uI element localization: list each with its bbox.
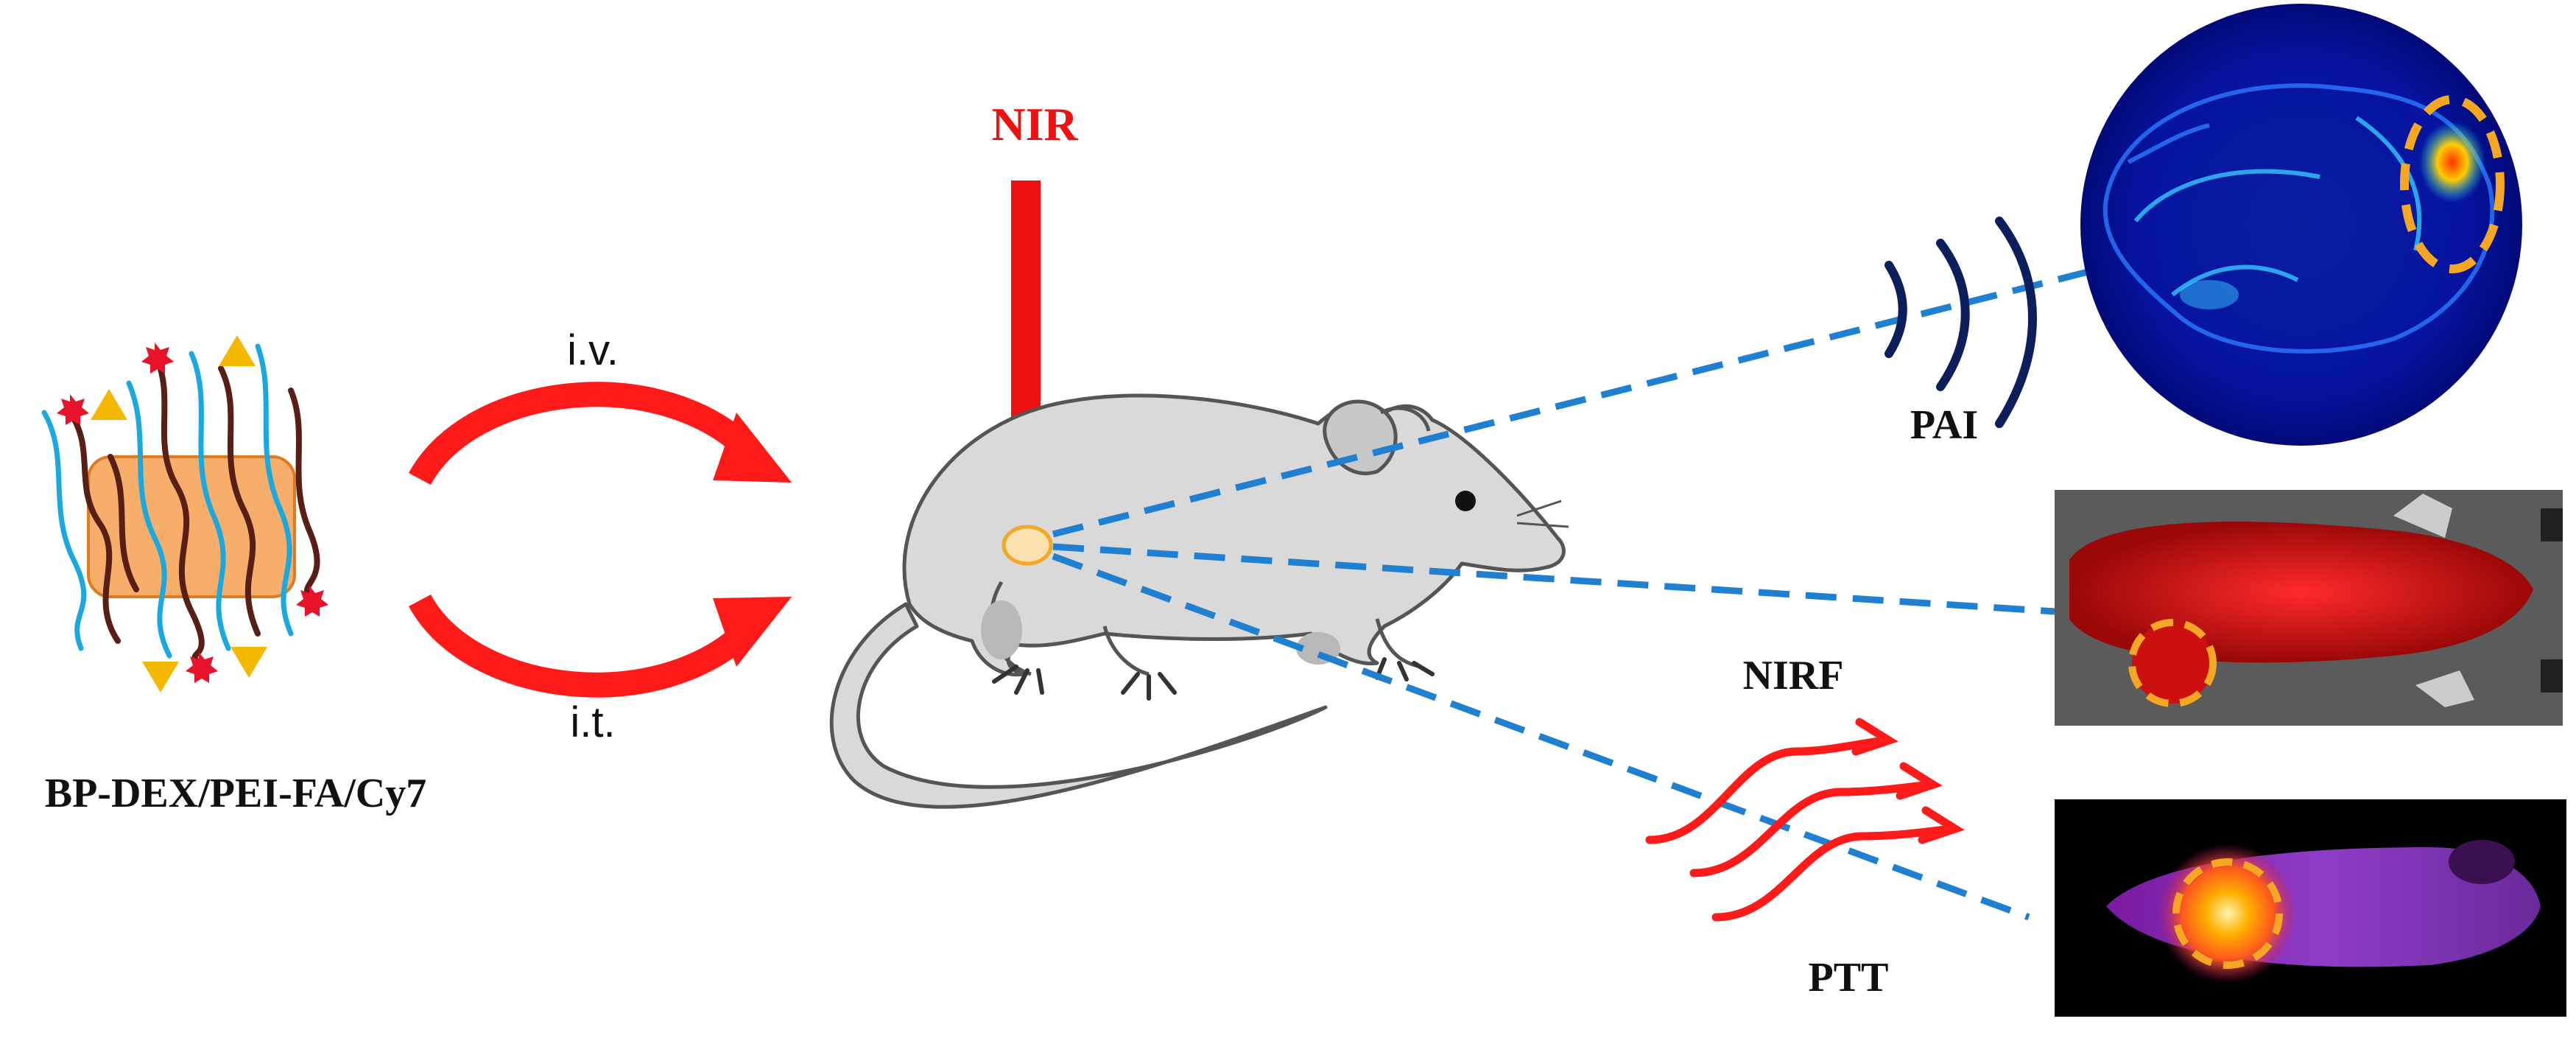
imaging-rays [1052,250,2159,921]
ray-to-ptt [1052,553,2030,921]
iv-arrowhead [713,413,792,483]
pai-label: PAI [1910,402,1978,448]
ray-to-nirf [1052,543,2055,615]
nir-laser-label: NIR [991,98,1078,150]
ray-to-pai [1052,250,2159,538]
pai-image [2080,4,2522,446]
mouse-eye [1455,491,1476,511]
administration-arrows [409,382,792,698]
photoacoustic-waves [1885,217,2037,428]
mouse-feet [992,657,1435,701]
ptt-thermal-image [2055,799,2566,1017]
ptt-tumor-outline [2172,858,2283,969]
mouse-illustration [829,393,1566,809]
mouse-whiskers [1516,500,1569,528]
heat-arrows [1645,718,1965,922]
nirf-label: NIRF [1743,653,1844,698]
pai-hotspot [2419,122,2485,203]
pai-tumor-outline [2400,95,2505,273]
it-arrowhead [713,597,792,667]
it-route-label: i.t. [570,698,615,746]
nanoparticle-label: BP-DEX/PEI-FA/Cy7 [45,771,427,816]
nirf-image [2055,490,2563,726]
mouse-ear [1323,399,1398,476]
tumor-site-marker [1002,525,1053,566]
mouse-tail [829,602,1328,809]
ptt-label: PTT [1809,955,1889,1000]
iv-route-label: i.v. [567,326,619,374]
nirf-tumor-outline [2128,619,2217,707]
it-arrow [409,594,761,698]
iv-arrow [409,382,761,486]
nanoparticle-illustration [41,335,328,693]
